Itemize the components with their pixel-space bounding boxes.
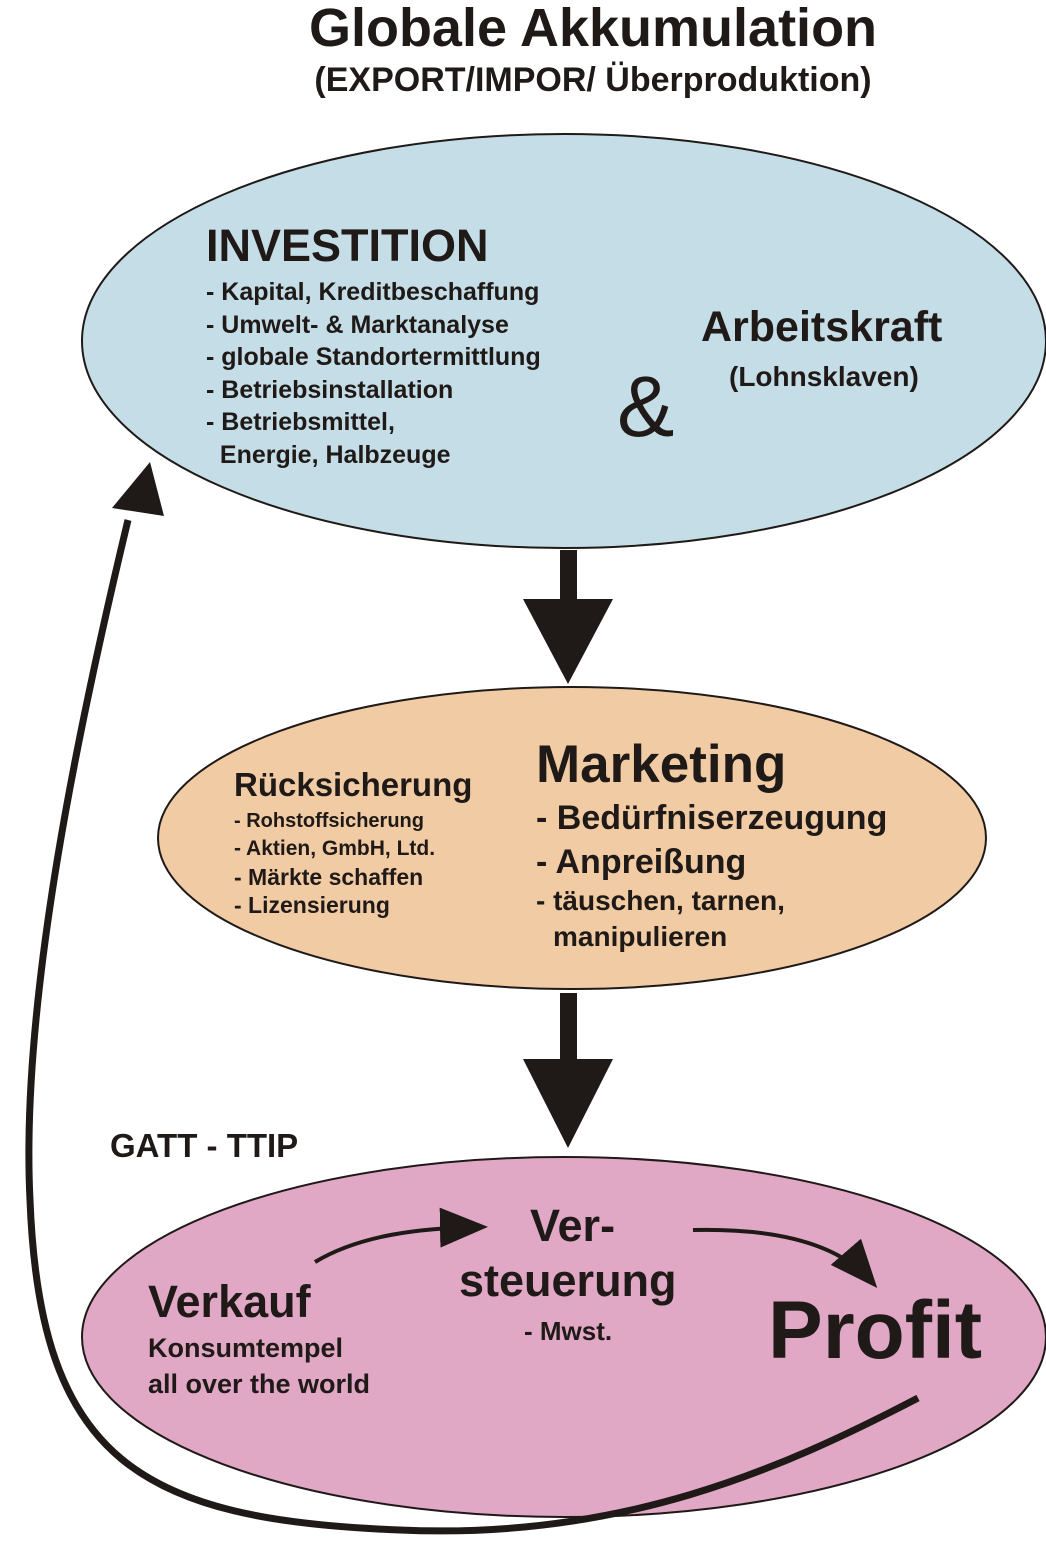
versteuerung-note: - Mwst. xyxy=(524,1316,613,1346)
arrow-verkauf-to-versteuerung xyxy=(313,1207,488,1264)
marketing-list: - Bedürfniserzeugung - Anpreißung xyxy=(536,796,887,884)
marketing-item: - Bedürfniserzeugung xyxy=(536,799,888,837)
ampersand-symbol: & xyxy=(617,359,675,455)
versteuerung-line1: Ver- xyxy=(530,1200,616,1251)
investition-item: - Betriebsmittel, xyxy=(206,408,395,436)
investition-heading: INVESTITION xyxy=(206,220,489,271)
marketing-item: - Anpreißung xyxy=(536,843,747,881)
verkauf-line2: all over the world xyxy=(148,1369,371,1399)
profit-ellipse xyxy=(81,1156,1046,1518)
investition-item: - globale Standortermittlung xyxy=(206,343,541,371)
investition-item: Energie, Halbzeuge xyxy=(206,440,451,469)
ruecksicherung-list: - Rohstoffsicherung - Aktien, GmbH, Ltd.… xyxy=(234,807,435,919)
ruecksicherung-item: - Lizensierung xyxy=(234,892,390,918)
verkauf-heading: Verkauf xyxy=(148,1276,311,1327)
down-arrow-marketing-to-profit xyxy=(523,993,613,1148)
investition-list: - Kapital, Kreditbeschaffung - Umwelt- &… xyxy=(206,276,541,471)
verkauf-line1: Konsumtempel xyxy=(148,1333,344,1363)
investition-item: - Umwelt- & Marktanalyse xyxy=(206,310,509,339)
arbeitskraft-title: Arbeitskraft xyxy=(701,303,943,351)
ruecksicherung-heading: Rücksicherung xyxy=(234,766,473,803)
marketing-ellipse xyxy=(157,686,987,990)
trade-agreement-label: GATT - TTIP xyxy=(110,1127,299,1164)
investition-item: - Kapital, Kreditbeschaffung xyxy=(206,278,540,306)
investition-item: - Betriebsinstallation xyxy=(206,375,454,404)
profit-label: Profit xyxy=(768,1285,983,1376)
ruecksicherung-item: - Märkte schaffen xyxy=(234,864,424,890)
page-title: Globale Akkumulation xyxy=(308,0,878,58)
ruecksicherung-item: - Aktien, GmbH, Ltd. xyxy=(234,837,436,860)
investition-ellipse xyxy=(81,133,1046,549)
marketing-note-line2: manipulieren xyxy=(553,921,728,952)
feedback-loop-arrow xyxy=(25,462,920,1535)
down-arrow-investition-to-marketing xyxy=(523,550,613,684)
marketing-heading: Marketing xyxy=(536,735,787,794)
versteuerung-line2: steuerung xyxy=(459,1255,677,1306)
page-subtitle: (EXPORT/IMPOR/ Überproduktion) xyxy=(314,61,872,99)
ruecksicherung-item: - Rohstoffsicherung xyxy=(234,810,424,832)
arbeitskraft-note: (Lohnsklaven) xyxy=(729,361,919,392)
arrow-versteuerung-to-profit xyxy=(692,1227,878,1289)
marketing-note-line1: - täuschen, tarnen, xyxy=(536,885,785,916)
